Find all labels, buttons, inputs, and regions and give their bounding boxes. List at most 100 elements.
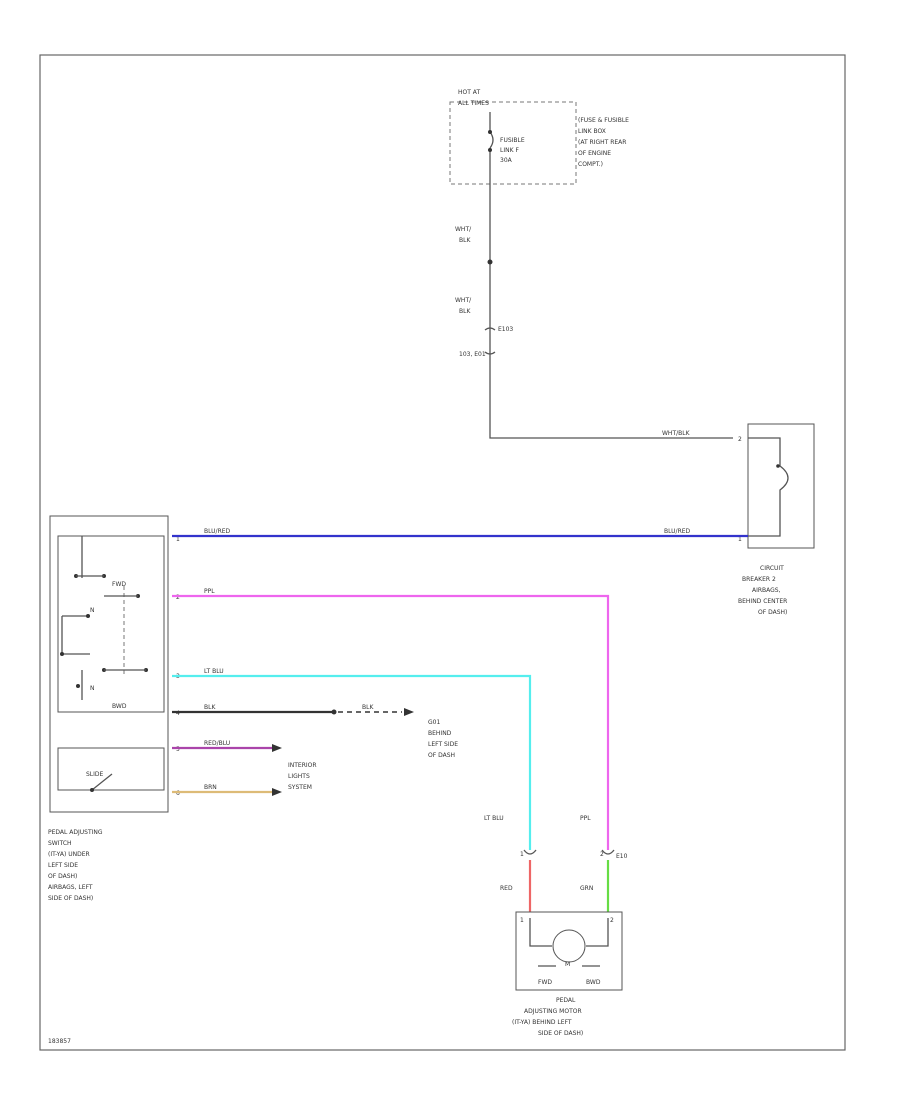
ground-label-1: G01 bbox=[428, 719, 440, 726]
wire-label-wht-blk-h: WHT/BLK bbox=[662, 430, 691, 437]
pedal-adjusting-motor: 1 2 M FWD BWD PEDAL ADJUSTING MOTOR (IT-… bbox=[512, 911, 623, 1037]
switch-contact-5 bbox=[60, 652, 64, 656]
sw-pin-1: 1 bbox=[176, 536, 180, 543]
circuit-breaker: 2 1 CIRCUIT BREAKER 2 AIRBAGS, BEHIND CE… bbox=[738, 423, 815, 616]
circuit-breaker-outline bbox=[747, 423, 815, 549]
cb-terminal-top bbox=[776, 464, 780, 468]
motor-pin-right: 2 bbox=[610, 917, 614, 924]
sw-pin-4: 4 bbox=[176, 710, 180, 717]
diagram-code: 183857 bbox=[48, 1038, 71, 1045]
switch-inner-box bbox=[57, 535, 165, 713]
motor-m-label: M bbox=[565, 961, 570, 968]
wire-label-wht-blk-1b: BLK bbox=[459, 237, 471, 244]
interior-label-2: LIGHTS bbox=[288, 773, 310, 780]
switch-label-4: LEFT SIDE bbox=[48, 862, 78, 869]
sw-pin-5: 5 bbox=[176, 746, 180, 753]
wire-lt-blu bbox=[172, 674, 532, 850]
slide-switch-dot bbox=[90, 788, 94, 792]
motor-symbol bbox=[552, 929, 586, 963]
red-blu-arrow bbox=[272, 744, 282, 752]
motor-label-1: PEDAL bbox=[556, 997, 576, 1004]
fusible-link-dot-top bbox=[488, 130, 492, 134]
switch-label-1: PEDAL ADJUSTING bbox=[48, 829, 103, 836]
ground-arrow bbox=[404, 708, 414, 716]
cb-label-3: AIRBAGS, bbox=[752, 587, 781, 594]
cb-pin-bottom: 1 bbox=[738, 536, 742, 543]
cb-label-2: BREAKER 2 bbox=[742, 576, 776, 583]
ground-label-3: LEFT SIDE bbox=[428, 741, 458, 748]
slide-switch-box bbox=[57, 747, 165, 791]
motor-outline bbox=[515, 911, 623, 991]
switch-n-label-2: N bbox=[90, 685, 95, 692]
ground-label-2: BEHIND bbox=[428, 730, 452, 737]
switch-internal-links bbox=[61, 536, 90, 700]
motor-pin-left: 1 bbox=[520, 917, 524, 924]
interior-label-3: SYSTEM bbox=[288, 784, 312, 791]
motor-connector-left bbox=[523, 849, 537, 855]
interior-label-1: INTERIOR bbox=[288, 762, 317, 769]
wire-label-blu-red-right: BLU/RED bbox=[664, 528, 691, 535]
connector-e01-label: 103, E01 bbox=[459, 351, 486, 358]
motor-connector-right bbox=[601, 849, 615, 855]
wire-label-wht-blk-2b: BLK bbox=[459, 308, 471, 315]
wire-label-wht-blk-1: WHT/ bbox=[455, 226, 472, 233]
switch-bwd-label: BWD bbox=[112, 703, 127, 710]
motor-label-4: SIDE OF DASH) bbox=[538, 1030, 583, 1037]
motor-conn-pin-left: 1 bbox=[520, 851, 524, 858]
cb-pin-top: 2 bbox=[738, 436, 742, 443]
switch-n-label-1: N bbox=[90, 607, 95, 614]
cb-label-4: BEHIND CENTER bbox=[738, 598, 787, 605]
wire-label-blu-red-left: BLU/RED bbox=[204, 528, 231, 535]
sw-pin-6: 6 bbox=[176, 790, 180, 797]
wire-label-lt-blu-top: LT BLU bbox=[204, 668, 224, 675]
fusible-link-symbol bbox=[489, 112, 494, 184]
connector-e103-symbol bbox=[484, 327, 496, 331]
motor-leads bbox=[529, 918, 609, 947]
connector-e01-symbol bbox=[484, 351, 496, 355]
switch-outer-box bbox=[49, 515, 169, 813]
ground-label-4: OF DASH bbox=[428, 752, 455, 759]
brn-arrow bbox=[272, 788, 282, 796]
connector-e103-label: E103 bbox=[498, 326, 513, 333]
wire-ppl bbox=[172, 594, 610, 850]
fuse-box-desc-4: OF ENGINE bbox=[578, 150, 611, 157]
switch-label-5: OF DASH) bbox=[48, 873, 77, 880]
fusible-link-dot-bottom bbox=[488, 148, 492, 152]
fuse-box-outline bbox=[449, 101, 577, 185]
wire-label-blk-2: BLK bbox=[362, 704, 374, 711]
wire-label-ppl-top: PPL bbox=[204, 588, 215, 595]
fuse-box-desc-5: COMPT.) bbox=[578, 161, 603, 168]
diagram-frame bbox=[39, 54, 846, 1051]
fuse-box-desc-1: (FUSE & FUSIBLE bbox=[578, 117, 629, 124]
circuit-breaker-element bbox=[748, 437, 789, 537]
cb-label-1: CIRCUIT bbox=[760, 565, 784, 572]
wire-label-red: RED bbox=[500, 885, 513, 892]
sw-pin-2: 2 bbox=[176, 594, 180, 601]
fusible-link-rating: 30A bbox=[500, 157, 513, 164]
cb-label-5: OF DASH) bbox=[758, 609, 787, 616]
splice-dot bbox=[487, 259, 493, 265]
wire-label-blk-1: BLK bbox=[204, 704, 216, 711]
switch-label-6: AIRBAGS, LEFT bbox=[48, 884, 93, 891]
wire-label-lt-blu-vertical: LT BLU bbox=[484, 815, 504, 822]
motor-conn-pin-right: 2 bbox=[600, 851, 604, 858]
switch-contact-4 bbox=[86, 614, 90, 618]
connector-e10-label: E10 bbox=[616, 853, 628, 860]
motor-label-2: ADJUSTING MOTOR bbox=[524, 1008, 582, 1015]
motor-label-3: (IT-YA) BEHIND LEFT bbox=[512, 1019, 572, 1026]
wire-label-brn: BRN bbox=[204, 784, 217, 791]
hot-at-label: HOT AT bbox=[458, 89, 480, 96]
pedal-adjusting-switch: FWD N N BWD SLIDE 1 2 3 4 5 6 PEDAL ADJU… bbox=[48, 515, 180, 902]
hot-at-label-2: ALL TIMES bbox=[458, 100, 489, 107]
switch-slide-label: SLIDE bbox=[86, 771, 104, 778]
wire-label-red-blu: RED/BLU bbox=[204, 740, 230, 747]
switch-label-7: SIDE OF DASH) bbox=[48, 895, 93, 902]
switch-fwd-label: FWD bbox=[112, 581, 126, 588]
fusible-link-label-2: LINK F bbox=[500, 147, 519, 154]
wire-label-wht-blk-2: WHT/ bbox=[455, 297, 472, 304]
slide-switch-contact bbox=[91, 773, 113, 791]
fuse-box-desc-2: LINK BOX bbox=[578, 128, 606, 135]
motor-bwd-label: BWD bbox=[586, 979, 601, 986]
fusible-link-label: FUSIBLE bbox=[500, 137, 525, 144]
